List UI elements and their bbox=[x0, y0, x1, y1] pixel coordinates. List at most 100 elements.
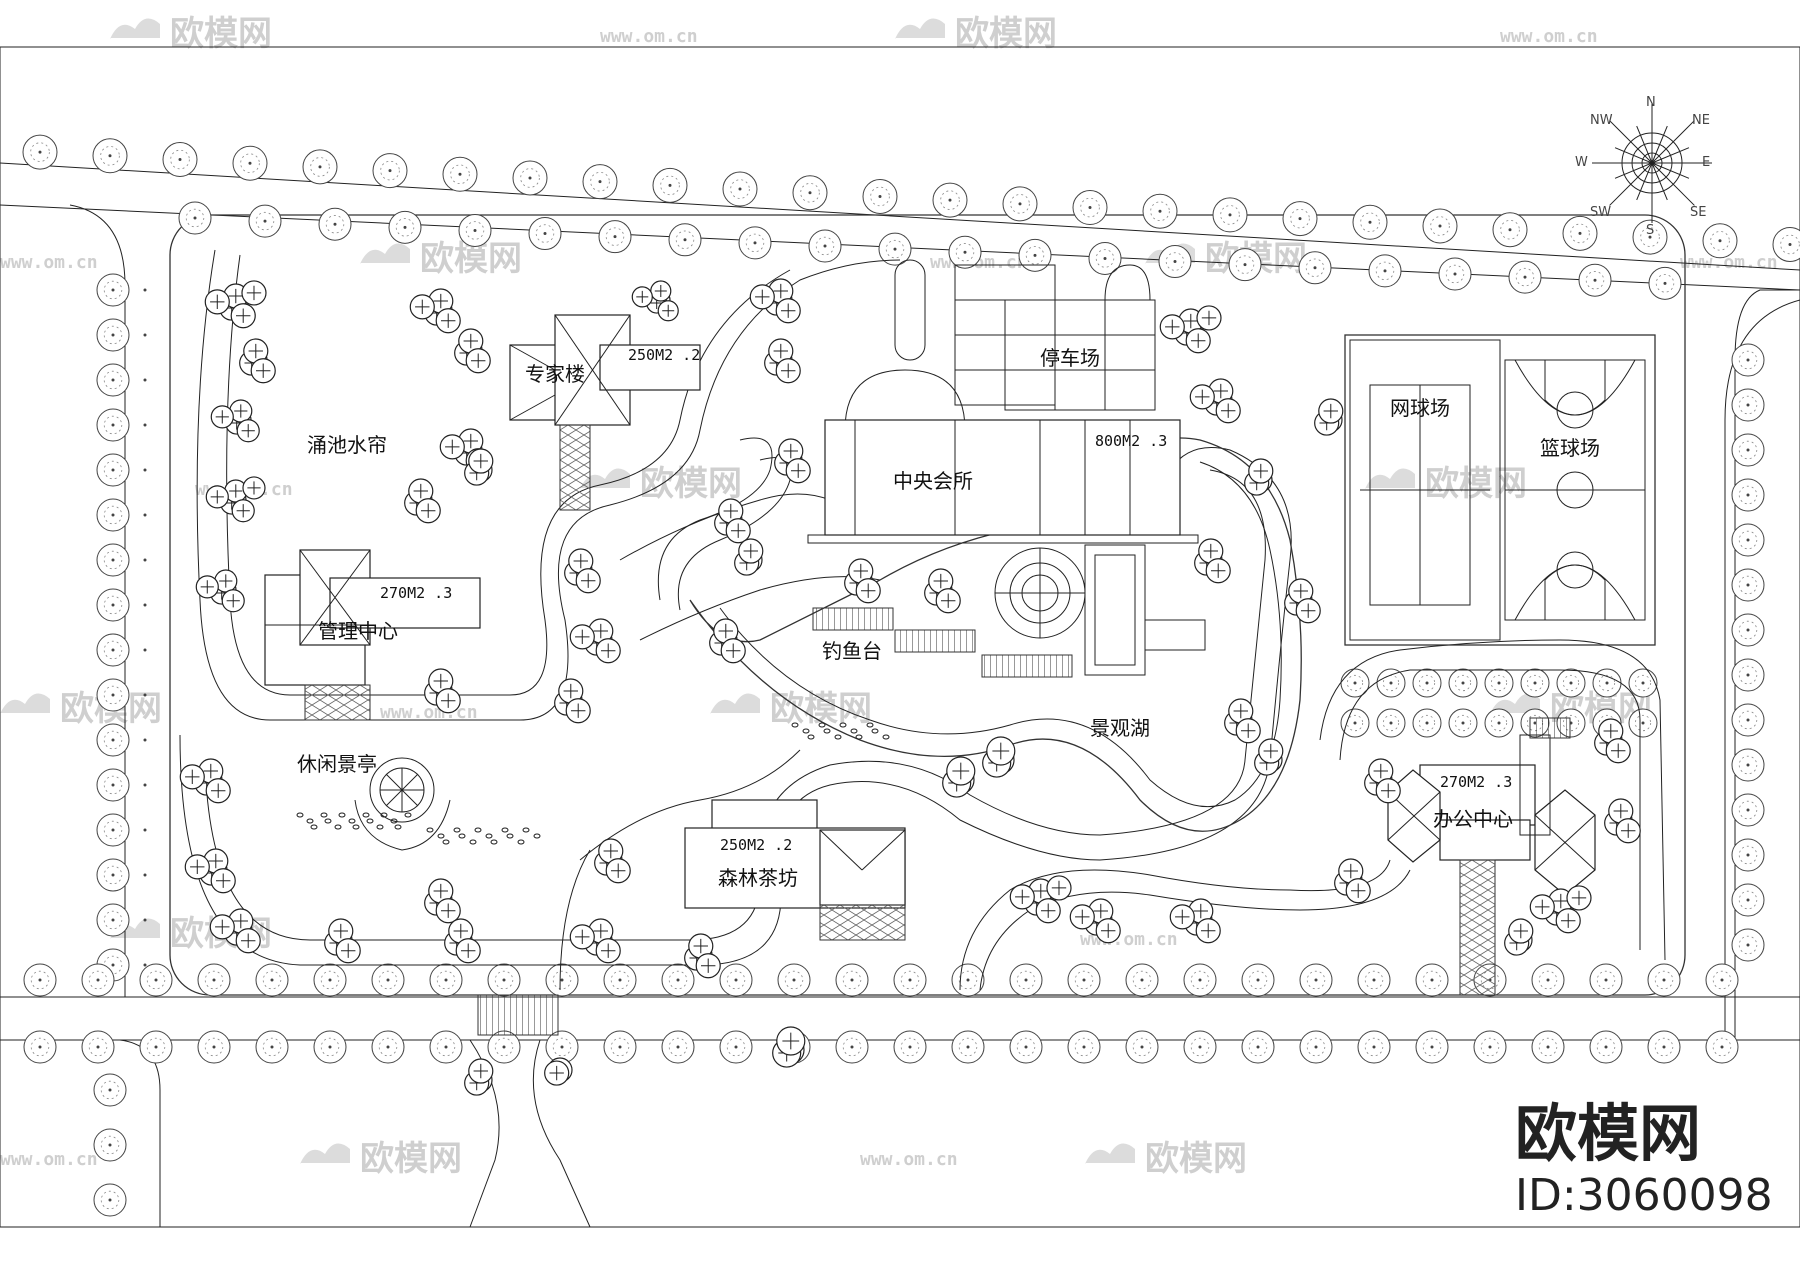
watermark-url: www.om.cn bbox=[1680, 252, 1778, 273]
watermark-brand: 欧模网 bbox=[1145, 1139, 1247, 1179]
label-office-center: 办公中心 bbox=[1433, 807, 1513, 831]
watermark-url: www.om.cn bbox=[0, 252, 98, 273]
shrub-symbol bbox=[1205, 558, 1231, 584]
shrub-symbol bbox=[236, 419, 260, 443]
shrub-symbol bbox=[631, 286, 653, 308]
shrub-symbol bbox=[775, 358, 801, 384]
watermark-brand: 欧模网 bbox=[360, 1139, 462, 1179]
compass-nw: NW bbox=[1590, 113, 1613, 128]
watermark-url: www.om.cn bbox=[600, 26, 698, 47]
stepping-stones bbox=[296, 722, 890, 845]
area-central-club: 800M2 .3 bbox=[1095, 432, 1167, 450]
watermark-url: www.om.cn bbox=[860, 1149, 958, 1170]
watermark-url: www.om.cn bbox=[1500, 26, 1598, 47]
management-center-building bbox=[264, 549, 481, 721]
sports-courts bbox=[1344, 334, 1656, 646]
shrub-symbol bbox=[241, 280, 267, 306]
area-office-center: 270M2 .3 bbox=[1440, 773, 1512, 791]
shrub-symbol bbox=[230, 303, 256, 329]
shrub-symbol bbox=[1009, 884, 1035, 910]
leisure-pavilion bbox=[354, 757, 559, 1036]
watermark-logo-icon bbox=[895, 18, 945, 39]
shrub-symbol bbox=[205, 778, 231, 804]
shrub-symbol bbox=[1069, 904, 1095, 930]
shrub-symbol bbox=[725, 518, 751, 544]
shrub-symbol bbox=[242, 476, 266, 500]
shrub-symbol bbox=[195, 575, 219, 599]
shrub-symbol bbox=[776, 1026, 806, 1056]
shrub-symbol bbox=[1555, 908, 1581, 934]
expert-building bbox=[509, 314, 701, 511]
shrub-symbol bbox=[250, 358, 276, 384]
shrub-symbol bbox=[435, 898, 461, 924]
shrub-symbol bbox=[184, 854, 210, 880]
shrub-symbol bbox=[1598, 718, 1624, 744]
label-forest-teahouse: 森林茶坊 bbox=[718, 866, 798, 890]
shrub-symbol bbox=[1198, 538, 1224, 564]
label-fountain-curtain: 涌池水帘 bbox=[307, 433, 387, 457]
shrub-symbol bbox=[468, 1058, 494, 1084]
site-labels: 专家楼 250M2 .2 涌池水帘 停车场 中央会所 800M2 .3 管理中心… bbox=[297, 346, 1600, 890]
shrub-symbol bbox=[428, 878, 454, 904]
brand-block: 欧模网 ID:3060098 bbox=[1515, 1097, 1773, 1221]
shrub-symbol bbox=[1159, 314, 1185, 340]
compass-w: W bbox=[1575, 155, 1588, 170]
shrub-symbol bbox=[1375, 778, 1401, 804]
shrub-symbol bbox=[855, 578, 881, 604]
shrub-symbol bbox=[435, 688, 461, 714]
shrub-symbol bbox=[468, 448, 494, 474]
watermark-logo-icon bbox=[580, 468, 630, 489]
office-center-building bbox=[1387, 717, 1596, 996]
shrub-symbol bbox=[935, 588, 961, 614]
shrub-symbol bbox=[1185, 328, 1211, 354]
shrub-symbol bbox=[455, 938, 481, 964]
shrub-symbol bbox=[231, 499, 255, 523]
label-landscape-lake: 景观湖 bbox=[1090, 716, 1150, 740]
shrub-symbol bbox=[1095, 918, 1121, 944]
compass-e: E bbox=[1702, 155, 1710, 170]
parking-lot bbox=[894, 259, 1156, 411]
shrub-symbol bbox=[1605, 738, 1631, 764]
watermark-logo-icon bbox=[1490, 693, 1540, 714]
brand-id: ID:3060098 bbox=[1515, 1170, 1773, 1221]
shrub-symbol bbox=[1196, 305, 1222, 331]
shrub-symbol bbox=[738, 538, 764, 564]
shrub-symbol bbox=[1248, 458, 1274, 484]
compass-ne: NE bbox=[1692, 113, 1710, 128]
label-parking: 停车场 bbox=[1040, 346, 1100, 370]
shrub-symbol bbox=[1345, 878, 1371, 904]
shrub-symbol bbox=[465, 348, 491, 374]
shrub-symbol bbox=[221, 589, 245, 613]
shrub-symbol bbox=[1318, 398, 1344, 424]
watermark-brand: 欧模网 bbox=[640, 464, 742, 504]
shrub-symbol bbox=[243, 338, 269, 364]
compass-s: S bbox=[1646, 223, 1654, 238]
fishing-platform bbox=[812, 607, 1073, 678]
watermark-logo-icon bbox=[300, 1143, 350, 1164]
watermark-logo-icon bbox=[110, 18, 160, 39]
label-basketball-court: 篮球场 bbox=[1540, 436, 1600, 460]
shrub-symbol bbox=[235, 928, 261, 954]
shrub-symbol bbox=[1215, 398, 1241, 424]
compass-se: SE bbox=[1690, 205, 1706, 220]
area-forest-teahouse: 250M2 .2 bbox=[720, 836, 792, 854]
shrub-symbol bbox=[569, 624, 595, 650]
compass-rose: N NE E SE S SW W NW bbox=[1575, 95, 1712, 238]
shrub-symbol bbox=[458, 328, 484, 354]
shrub-symbol bbox=[179, 764, 205, 790]
label-tennis-court: 网球场 bbox=[1390, 396, 1450, 420]
shrub-symbol bbox=[713, 618, 739, 644]
shrub-symbol bbox=[335, 938, 361, 964]
label-management-center: 管理中心 bbox=[318, 619, 398, 643]
forest-teahouse-building bbox=[684, 799, 906, 941]
shrub-symbol bbox=[409, 294, 435, 320]
compass-n: N bbox=[1646, 95, 1656, 110]
compass-sw: SW bbox=[1590, 205, 1611, 220]
shrub-symbol bbox=[657, 300, 679, 322]
garden-paths bbox=[179, 249, 1666, 991]
shrub-symbol bbox=[749, 284, 775, 310]
shrub-symbol bbox=[946, 756, 976, 786]
watermark-brand: 欧模网 bbox=[1425, 464, 1527, 504]
brand-name: 欧模网 bbox=[1515, 1097, 1701, 1170]
